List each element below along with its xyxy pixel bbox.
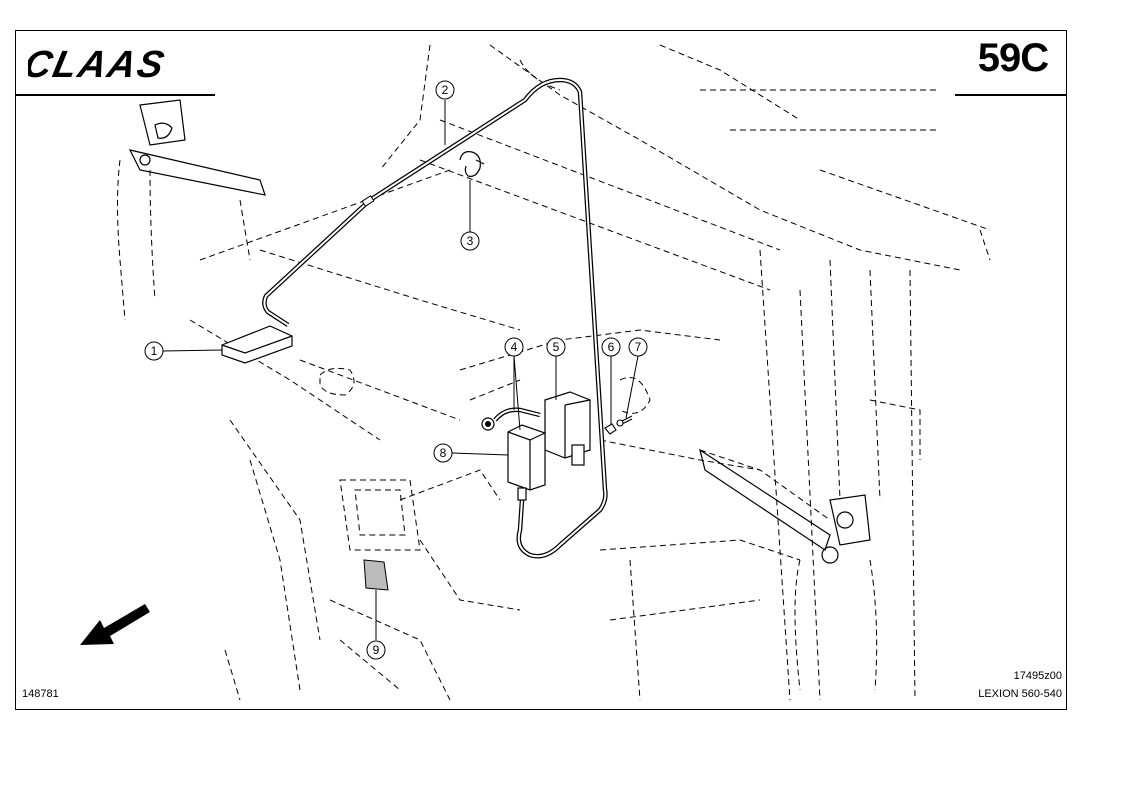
svg-text:1: 1 bbox=[151, 344, 158, 358]
callout-8: 8 bbox=[433, 443, 453, 463]
antenna-cable bbox=[262, 77, 608, 559]
drawing-frame bbox=[15, 30, 1067, 710]
figure-number: 17495z00 bbox=[1013, 670, 1062, 682]
callout-5: 5 bbox=[546, 337, 566, 357]
cab-outline bbox=[117, 44, 991, 701]
arrow-down-left-icon bbox=[80, 604, 150, 645]
callout-4: 4 bbox=[504, 337, 524, 357]
mounting-bracket bbox=[544, 391, 591, 466]
callouts: 1 2 3 4 5 6 7 8 bbox=[144, 80, 648, 660]
svg-text:6: 6 bbox=[608, 340, 615, 354]
claas-logo: CLAAS bbox=[28, 47, 170, 81]
callout-9: 9 bbox=[366, 640, 386, 660]
svg-text:3: 3 bbox=[467, 234, 474, 248]
logo-underline bbox=[15, 94, 215, 96]
svg-text:5: 5 bbox=[553, 340, 560, 354]
callout-2: 2 bbox=[435, 80, 455, 100]
roof-antenna bbox=[221, 325, 293, 364]
svg-text:2: 2 bbox=[442, 83, 449, 97]
leader-lines bbox=[162, 100, 639, 640]
page-code-underline bbox=[955, 94, 1067, 96]
callout-7: 7 bbox=[628, 337, 648, 357]
antenna-module bbox=[507, 424, 546, 501]
left-mirror bbox=[128, 99, 266, 196]
svg-text:7: 7 bbox=[635, 340, 642, 354]
label-sticker bbox=[363, 559, 389, 591]
callout-3: 3 bbox=[460, 231, 480, 251]
callout-1: 1 bbox=[144, 341, 164, 361]
svg-text:4: 4 bbox=[511, 340, 518, 354]
callout-6: 6 bbox=[601, 337, 621, 357]
page-code: 59C bbox=[977, 36, 1049, 80]
coax-connector bbox=[481, 407, 541, 431]
fasteners bbox=[604, 415, 633, 435]
screw-head bbox=[616, 419, 624, 427]
nut bbox=[604, 423, 617, 435]
machine-model: LEXION 560-540 bbox=[978, 688, 1062, 700]
cable-clip bbox=[459, 151, 485, 177]
document-number: 148781 bbox=[22, 688, 59, 700]
right-mirror bbox=[699, 448, 871, 564]
claas-logo-text: CLAAS bbox=[28, 47, 170, 81]
svg-text:9: 9 bbox=[373, 643, 380, 657]
svg-text:8: 8 bbox=[440, 446, 447, 460]
